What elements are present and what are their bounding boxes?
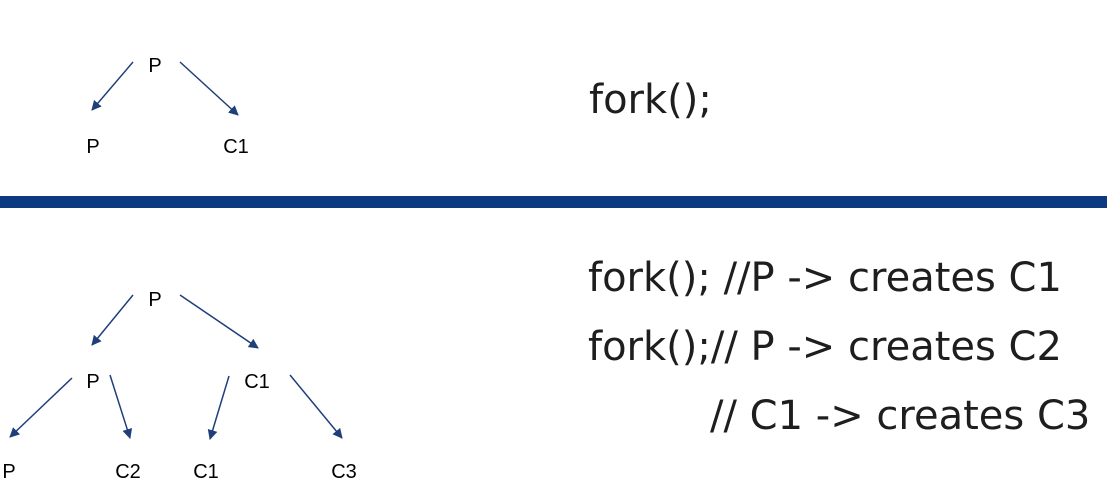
- bottom-root-node: P: [148, 289, 161, 311]
- bottom-code-line-3: // C1 -> creates C3: [710, 393, 1091, 439]
- top-left-child-node: P: [86, 136, 99, 158]
- bottom-level1-right-node: C1: [244, 371, 270, 393]
- top-process-tree: P P C1: [86, 55, 249, 158]
- bottom-level2-node-c3: C3: [331, 461, 357, 483]
- top-root-node: P: [148, 55, 161, 77]
- top-arrow-right: [179, 61, 239, 116]
- bottom-level2-node-c1: C1: [193, 461, 219, 483]
- bottom-arrow-root-left: [91, 294, 134, 346]
- section-divider: [0, 196, 1107, 208]
- bottom-arrow-p-p: [9, 377, 73, 438]
- top-right-child-node: C1: [223, 136, 249, 158]
- bottom-process-tree: P P C1 P C2 C1 C3: [2, 289, 357, 483]
- bottom-arrow-c1-c1: [207, 375, 230, 440]
- bottom-code-line-1: fork(); //P -> creates C1: [588, 255, 1062, 301]
- bottom-level2-node-c2: C2: [115, 461, 141, 483]
- top-code-line: fork();: [589, 77, 712, 123]
- bottom-arrow-c1-c3: [289, 374, 343, 439]
- bottom-level2-node-p: P: [2, 461, 15, 483]
- top-arrow-left: [91, 61, 134, 111]
- bottom-arrow-p-c2: [109, 374, 133, 439]
- bottom-level1-left-node: P: [86, 371, 99, 393]
- bottom-code-line-2: fork();// P -> creates C2: [588, 324, 1062, 370]
- bottom-arrow-root-right: [179, 294, 259, 349]
